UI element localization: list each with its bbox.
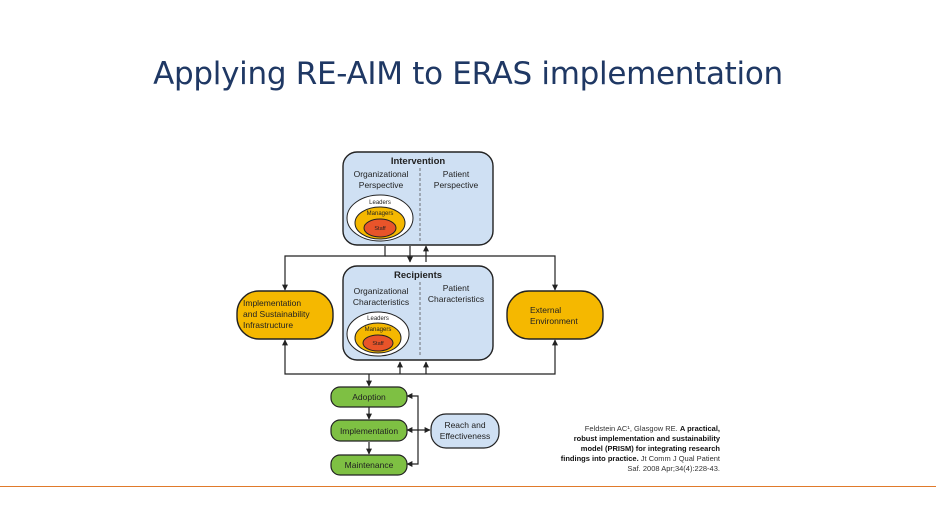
recipients-managers-label: Managers bbox=[365, 327, 392, 333]
recipients-staff-ring bbox=[362, 334, 394, 352]
citation-journal: Jt Comm J Qual Patient Saf. 2008 Apr;34(… bbox=[627, 454, 720, 473]
reach-line2: Effectiveness bbox=[440, 431, 490, 441]
infrastructure-line2: and Sustainability bbox=[243, 309, 310, 319]
recipients-staff-label: Staff bbox=[372, 341, 384, 347]
external-environment-box: External Environment bbox=[506, 290, 604, 340]
implementation-label: Implementation bbox=[340, 426, 398, 436]
infrastructure-line3: Infrastructure bbox=[243, 320, 293, 330]
maintenance-label: Maintenance bbox=[345, 460, 394, 470]
recipients-patient-line2: Characteristics bbox=[428, 294, 484, 304]
intervention-staff-ring bbox=[363, 218, 397, 238]
citation: Feldstein AC¹, Glasgow RE. A practical, … bbox=[560, 424, 720, 474]
adoption-label: Adoption bbox=[352, 392, 386, 402]
intervention-patient-line2: Perspective bbox=[434, 180, 479, 190]
intervention-leaders-label: Leaders bbox=[369, 200, 391, 206]
recipients-box: Recipients Organizational Characteristic… bbox=[342, 265, 494, 361]
recipients-org-line1: Organizational bbox=[354, 286, 409, 296]
bracket-adoption-maintenance bbox=[406, 393, 419, 467]
intervention-box: Intervention Organizational Perspective … bbox=[342, 151, 494, 246]
intervention-patient-line1: Patient bbox=[443, 169, 470, 179]
intervention-title: Intervention bbox=[391, 156, 446, 167]
recipients-leaders-label: Leaders bbox=[367, 316, 389, 322]
infrastructure-box: Implementation and Sustainability Infras… bbox=[236, 290, 334, 340]
maintenance-box: Maintenance bbox=[330, 454, 408, 476]
intervention-org-line2: Perspective bbox=[359, 180, 404, 190]
intervention-staff-label: Staff bbox=[374, 226, 386, 232]
bottom-divider bbox=[0, 486, 936, 487]
arrow-to-infrastructure bbox=[282, 246, 386, 291]
recipients-title: Recipients bbox=[394, 270, 442, 281]
external-line1: External bbox=[530, 305, 561, 315]
recipients-org-line2: Characteristics bbox=[353, 297, 409, 307]
intervention-org-line1: Organizational bbox=[354, 169, 409, 179]
citation-authors: Feldstein AC¹, Glasgow RE. bbox=[584, 424, 678, 433]
recipients-patient-line1: Patient bbox=[443, 283, 470, 293]
infrastructure-line1: Implementation bbox=[243, 298, 301, 308]
reach-effectiveness-box: Reach and Effectiveness bbox=[430, 413, 500, 449]
reach-line1: Reach and bbox=[444, 420, 485, 430]
adoption-box: Adoption bbox=[330, 386, 408, 408]
intervention-managers-label: Managers bbox=[367, 211, 394, 217]
slide-title: Applying RE-AIM to ERAS implementation bbox=[153, 56, 783, 92]
citation-title: A practical, robust implementation and s… bbox=[560, 424, 720, 463]
bottom-connector bbox=[282, 339, 558, 375]
arrow-to-external bbox=[440, 255, 558, 291]
external-line2: Environment bbox=[530, 316, 578, 326]
connectors bbox=[282, 245, 558, 467]
implementation-box: Implementation bbox=[330, 419, 408, 442]
